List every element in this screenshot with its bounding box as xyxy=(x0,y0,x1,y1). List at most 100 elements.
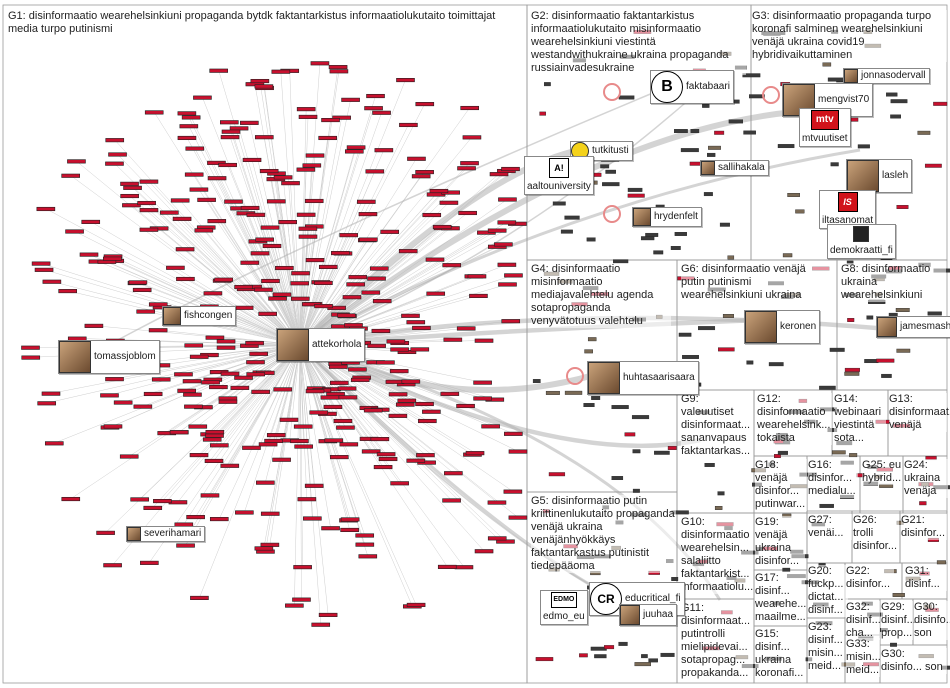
node-marker xyxy=(255,237,274,242)
node-marker xyxy=(774,454,781,459)
node-marker xyxy=(268,296,287,301)
node-marker xyxy=(422,212,442,218)
node-marker xyxy=(103,424,123,429)
user-node-tomassjoblom[interactable]: tomassjoblom xyxy=(58,340,160,374)
node-marker xyxy=(708,145,721,150)
node-marker xyxy=(251,389,270,394)
node-marker xyxy=(220,463,240,468)
person-avatar-icon xyxy=(877,317,897,337)
user-node-sallihakala[interactable]: sallihakala xyxy=(700,160,769,176)
user-node-mtvuutiset[interactable]: mtv mtvuutiset xyxy=(799,108,851,147)
edge xyxy=(152,344,301,508)
node-marker xyxy=(304,483,324,488)
user-node-hrydenfelt[interactable]: hrydenfelt xyxy=(632,207,702,227)
node-marker xyxy=(174,372,193,377)
node-marker xyxy=(401,313,420,318)
user-label: hrydenfelt xyxy=(654,211,698,222)
user-label: mtvuutiset xyxy=(802,133,848,144)
node-marker xyxy=(37,401,57,406)
node-marker xyxy=(473,396,492,401)
edge xyxy=(299,231,390,346)
node-marker xyxy=(202,437,222,442)
node-marker xyxy=(185,146,205,151)
node-marker xyxy=(508,449,528,454)
person-avatar-icon xyxy=(620,605,640,625)
user-node-juuhaa[interactable]: juuhaa xyxy=(619,604,678,626)
user-label: edmo_eu xyxy=(543,611,585,622)
node-marker xyxy=(291,271,310,276)
node-marker xyxy=(890,642,897,647)
node-marker xyxy=(189,453,209,458)
node-marker xyxy=(624,432,636,437)
group-label-g20: G20: fuckp... dictat... disinf... xyxy=(808,565,848,617)
node-marker xyxy=(188,424,208,429)
node-marker xyxy=(376,360,395,365)
node-marker xyxy=(847,318,855,322)
node-marker xyxy=(148,328,168,333)
node-marker xyxy=(358,212,378,217)
node-marker xyxy=(61,496,81,502)
user-node-huhtasaarisaara[interactable]: huhtasaarisaara xyxy=(587,361,699,395)
node-marker xyxy=(795,209,805,214)
edge xyxy=(45,208,301,346)
person-avatar-icon xyxy=(633,208,651,226)
user-node-keronen[interactable]: keronen xyxy=(744,310,821,344)
edge xyxy=(239,208,301,346)
user-label: tomassjoblom xyxy=(94,351,156,362)
user-node-severihamari[interactable]: severihamari xyxy=(126,526,206,542)
node-marker xyxy=(310,61,330,66)
person-avatar-icon xyxy=(701,161,715,175)
user-node-fishcongen[interactable]: fishcongen xyxy=(162,306,237,326)
node-marker xyxy=(281,181,300,186)
edge xyxy=(193,174,301,346)
user-node-demokraatti-fi[interactable]: demokraatti_fi xyxy=(827,224,896,259)
node-marker xyxy=(440,391,460,396)
node-marker xyxy=(203,291,223,296)
node-marker xyxy=(229,126,249,131)
node-marker xyxy=(355,542,375,547)
edge xyxy=(275,178,301,346)
node-marker xyxy=(388,392,408,397)
node-marker xyxy=(344,323,363,328)
node-marker xyxy=(342,295,362,300)
node-marker xyxy=(290,438,309,444)
node-marker xyxy=(184,343,204,348)
user-node-faktabaari[interactable]: B faktabaari xyxy=(650,70,734,104)
faktabaari-logo-icon: B xyxy=(651,71,683,103)
group-label-g8: G8: disinformaatio ukraina wearehelsinki… xyxy=(841,263,946,302)
node-marker xyxy=(487,500,507,505)
user-node-aaltouniversity[interactable]: A! aaltouniversity xyxy=(524,156,594,195)
node-marker xyxy=(272,457,291,462)
node-marker xyxy=(296,212,316,217)
edge xyxy=(299,201,367,346)
node-marker xyxy=(364,106,383,111)
node-marker xyxy=(328,65,348,70)
node-marker xyxy=(560,229,573,234)
node-marker xyxy=(743,130,756,135)
node-marker xyxy=(380,229,400,234)
edge xyxy=(112,256,301,346)
node-marker xyxy=(698,326,716,331)
node-marker xyxy=(294,444,313,449)
node-marker xyxy=(339,442,359,447)
node-marker xyxy=(876,358,895,363)
group-label-g11: G10: disinformaatio wearehelsin... salal… xyxy=(681,516,754,594)
node-marker xyxy=(261,278,280,284)
node-marker xyxy=(329,69,349,74)
node-marker xyxy=(548,472,566,477)
node-marker xyxy=(670,246,681,250)
node-marker xyxy=(532,379,541,384)
node-marker xyxy=(583,403,595,408)
node-marker xyxy=(398,249,418,254)
user-node-jamesmashiri[interactable]: jamesmashiri xyxy=(876,316,950,338)
user-node-jonnasodervall[interactable]: jonnasodervall xyxy=(843,68,930,84)
node-marker xyxy=(508,515,528,520)
user-node-attekorhola[interactable]: attekorhola xyxy=(276,328,366,362)
user-node-iltasanomat[interactable]: IS iltasanomat xyxy=(819,190,877,229)
group-label-g4: G4: disinformaatio misinformaatio mediaj… xyxy=(531,263,671,328)
node-marker xyxy=(105,161,124,166)
user-node-lasleh[interactable]: lasleh xyxy=(846,159,913,193)
aalto-logo-icon: A! xyxy=(548,158,569,178)
person-avatar-icon xyxy=(847,160,879,192)
user-node-edmo-eu[interactable]: EDMO edmo_eu xyxy=(540,590,588,625)
